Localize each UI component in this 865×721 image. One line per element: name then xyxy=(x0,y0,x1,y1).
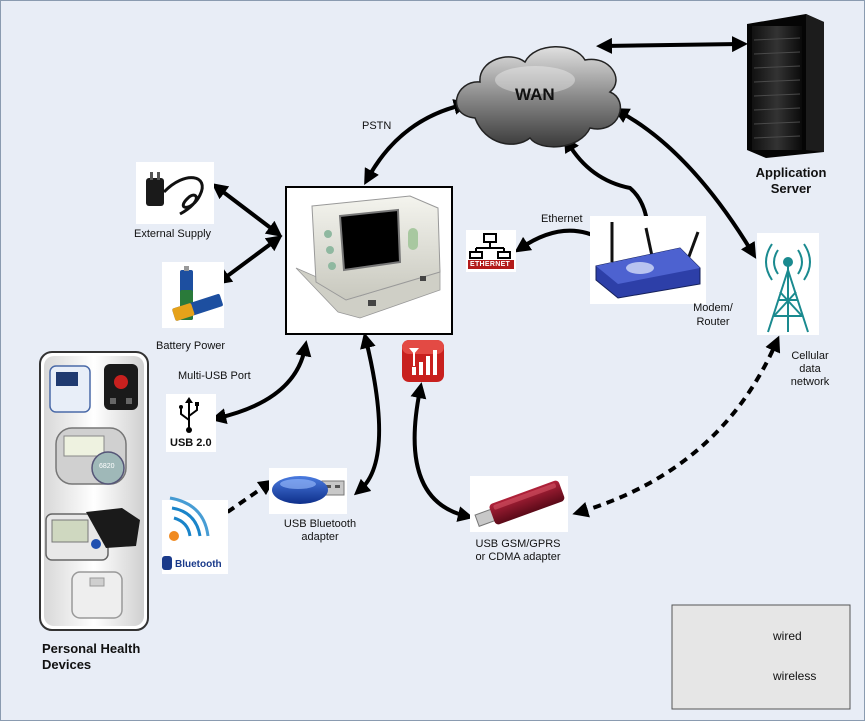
modem-router-label-line2: Router xyxy=(696,316,730,328)
cellular-tower-icon xyxy=(757,233,819,335)
ethernet-icon xyxy=(466,230,516,272)
health-hub-device xyxy=(285,186,453,335)
usb-2-label: USB 2.0 xyxy=(170,437,212,449)
arrow-wan-server xyxy=(596,36,748,54)
arrow-device-btadapter xyxy=(353,332,382,496)
legend-wired-label: wired xyxy=(773,629,802,643)
usb-bluetooth-label-line2: adapter xyxy=(301,531,339,543)
bluetooth-icon xyxy=(162,496,228,574)
personal-health-devices-label-line2: Devices xyxy=(42,657,92,672)
arrow-device-wan-pstn xyxy=(364,99,470,186)
cellular-network-label-line3: network xyxy=(790,376,830,388)
arrow-gsm-tower-wireless xyxy=(572,335,781,518)
ethernet-label: Ethernet xyxy=(541,213,583,225)
cellular-signal-icon xyxy=(402,340,444,382)
bluetooth-logo-text: Bluetooth xyxy=(175,559,222,570)
arrow-extsupply-device xyxy=(211,183,283,237)
usb-gsm-adapter xyxy=(470,476,568,532)
external-supply-adapter xyxy=(136,162,214,224)
wan-cloud xyxy=(455,46,621,148)
usb-bluetooth-label-line1: USB Bluetooth xyxy=(283,518,357,530)
multi-usb-port-label: Multi-USB Port xyxy=(178,370,251,382)
pstn-label: PSTN xyxy=(362,120,392,132)
arrow-signal-gsm xyxy=(410,382,474,522)
personal-health-devices-label-line1: Personal Health xyxy=(42,641,141,656)
monitor-reading-text: 6820 xyxy=(99,463,115,470)
ethernet-icon-text: ETHERNET xyxy=(470,261,511,268)
cellular-network-label-line1: Cellular xyxy=(791,350,829,362)
usb-bluetooth-adapter xyxy=(269,468,347,514)
battery-icon xyxy=(162,262,224,328)
arrow-device-usb xyxy=(210,340,312,424)
application-server-label-line1: Application xyxy=(755,165,827,180)
legend-wireless-label: wireless xyxy=(773,669,817,683)
usb-icon xyxy=(166,394,216,452)
legend-box xyxy=(671,604,851,710)
external-supply-label: External Supply xyxy=(134,228,212,240)
wan-label: WAN xyxy=(515,85,555,104)
arrow-wan-tower xyxy=(612,108,757,259)
usb-gsm-label-line1: USB GSM/GPRS xyxy=(475,538,561,550)
usb-gsm-label-line2: or CDMA adapter xyxy=(475,551,561,563)
personal-health-devices-panel xyxy=(39,351,149,631)
modem-router-label-line1: Modem/ xyxy=(693,302,733,314)
cellular-network-label-line2: data xyxy=(799,363,821,375)
battery-power-label: Battery Power xyxy=(156,340,226,352)
modem-router-icon xyxy=(590,216,706,304)
arrow-battery-device xyxy=(215,235,283,285)
application-server xyxy=(747,14,824,158)
arrow-bt-btadapter-wireless xyxy=(209,479,275,525)
application-server-label-line2: Server xyxy=(770,181,812,196)
